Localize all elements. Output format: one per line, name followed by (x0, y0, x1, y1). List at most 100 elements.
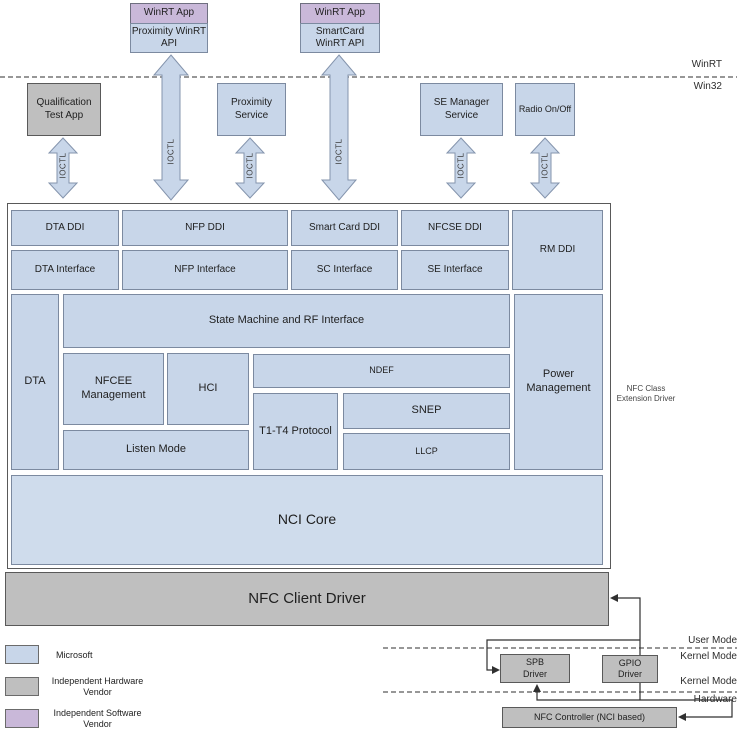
proximity-service-box: Proximity Service (217, 83, 286, 136)
nfc-class-extension-note: NFC Class Extension Driver (605, 384, 687, 405)
nfcee-management-label: NFCEE Management (81, 375, 146, 401)
power-management-label: Power Management (526, 368, 591, 394)
nci-core-label: NCI Core (277, 511, 337, 528)
radio-on-off-label: Radio On/Off (518, 103, 572, 114)
winrt-side-label: WinRT (691, 59, 722, 70)
qualification-test-app-box: Qualification Test App (27, 83, 101, 136)
llcp-box: LLCP (343, 433, 510, 470)
llcp-label: LLCP (415, 445, 438, 456)
dta-box: DTA (11, 294, 59, 470)
power-management-box: Power Management (514, 294, 603, 470)
kernel-mode-bottom-label: Kernel Mode (680, 676, 737, 687)
nfcee-management-box: NFCEE Management (63, 353, 164, 425)
dta-interface-label: DTA Interface (34, 263, 96, 275)
smart-card-ddi-box: Smart Card DDI (291, 210, 398, 246)
nfc-controller-label: NFC Controller (NCI based) (533, 711, 646, 722)
state-machine-box: State Machine and RF Interface (63, 294, 510, 348)
dta-interface-box: DTA Interface (11, 250, 119, 290)
arrowhead-into-spb-bottom (533, 684, 541, 692)
snep-box: SNEP (343, 393, 510, 429)
gpio-to-client-line (612, 597, 641, 655)
nfc-client-driver-label: NFC Client Driver (248, 589, 366, 607)
hardware-label: Hardware (693, 694, 737, 705)
win32-side-label: Win32 (693, 81, 722, 92)
arrowhead-into-client-driver (610, 594, 618, 602)
ioctl-arrow-se-manager (445, 137, 477, 199)
smart-card-ddi-label: Smart Card DDI (308, 221, 381, 233)
ioctl-label-qualification: IOCTL (58, 152, 68, 179)
winrt-app-2-header: WinRT App (300, 3, 380, 24)
radio-on-off-box: Radio On/Off (515, 83, 575, 136)
legend-label-microsoft: Microsoft (56, 650, 93, 660)
nfcse-ddi-box: NFCSE DDI (401, 210, 509, 246)
smartcard-winrt-api-box: SmartCard WinRT API (300, 23, 380, 53)
nfc-class-extension-note-line1: NFC Class (626, 384, 666, 393)
ioctl-arrow-smartcard-winrt (320, 54, 358, 201)
ioctl-arrow-proximity-winrt (152, 54, 190, 201)
dta-ddi-box: DTA DDI (11, 210, 119, 246)
rm-ddi-label: RM DDI (539, 243, 576, 255)
rm-ddi-box: RM DDI (512, 210, 603, 290)
nfcse-ddi-label: NFCSE DDI (428, 221, 482, 233)
hci-box: HCI (167, 353, 249, 425)
ioctl-label-radio: IOCTL (540, 152, 550, 179)
ioctl-arrow-proximity-service (234, 137, 266, 199)
snep-label: SNEP (411, 404, 442, 417)
spb-driver-box: SPB Driver (500, 654, 570, 683)
legend-swatch-ihv (5, 677, 39, 696)
se-interface-label: SE Interface (427, 263, 483, 275)
smartcard-winrt-api-label: SmartCard WinRT API (315, 25, 365, 50)
t1-t4-protocol-label: T1-T4 Protocol (259, 424, 332, 437)
listen-mode-box: Listen Mode (63, 430, 249, 470)
se-manager-service-label: SE Manager Service (433, 97, 490, 121)
proximity-winrt-api-box: Proximity WinRT API (130, 23, 208, 53)
dta-ddi-label: DTA DDI (45, 221, 85, 233)
ioctl-label-proximity-winrt: IOCTL (166, 138, 176, 165)
ioctl-arrow-radio (529, 137, 561, 199)
arrowhead-into-controller (678, 713, 686, 721)
nfp-interface-box: NFP Interface (122, 250, 288, 290)
client-to-spb-line (486, 639, 640, 671)
nfc-client-driver-box: NFC Client Driver (5, 572, 609, 626)
arrowhead-into-spb-left (492, 666, 500, 674)
nfp-ddi-box: NFP DDI (122, 210, 288, 246)
winrt-app-1-header-label: WinRT App (143, 7, 195, 19)
gpio-driver-label: GPIO Driver (618, 657, 642, 679)
ndef-box: NDEF (253, 354, 510, 388)
nfp-ddi-label: NFP DDI (185, 221, 225, 233)
nci-core-box: NCI Core (11, 475, 603, 565)
legend-swatch-microsoft (5, 645, 39, 664)
t1-t4-protocol-box: T1-T4 Protocol (253, 393, 338, 470)
spb-driver-label: SPB Driver (523, 657, 547, 679)
ioctl-label-smartcard-winrt: IOCTL (334, 138, 344, 165)
gpio-driver-box: GPIO Driver (602, 655, 658, 683)
kernel-mode-top-label: Kernel Mode (680, 651, 737, 662)
ioctl-label-proximity-service: IOCTL (245, 152, 255, 179)
user-mode-label: User Mode (688, 635, 737, 646)
nfc-controller-box: NFC Controller (NCI based) (502, 707, 677, 728)
se-manager-service-box: SE Manager Service (420, 83, 503, 136)
hci-label: HCI (198, 382, 218, 395)
legend-label-ihv: Independent Hardware Vendor (51, 676, 144, 697)
se-interface-box: SE Interface (401, 250, 509, 290)
proximity-service-label: Proximity Service (230, 97, 273, 121)
spb-controller-bus-line (536, 690, 733, 718)
dta-label: DTA (24, 375, 46, 388)
listen-mode-label: Listen Mode (126, 443, 186, 456)
legend-swatch-isv (5, 709, 39, 728)
driver-connectors (486, 597, 733, 718)
sc-interface-box: SC Interface (291, 250, 398, 290)
proximity-winrt-api-label: Proximity WinRT API (131, 25, 207, 50)
winrt-app-2-header-label: WinRT App (314, 7, 366, 19)
qualification-test-app-label: Qualification Test App (36, 97, 92, 121)
state-machine-label: State Machine and RF Interface (208, 314, 365, 327)
winrt-app-1-header: WinRT App (130, 3, 208, 24)
ioctl-arrow-qualification (47, 137, 79, 199)
nfc-class-extension-note-line2: Extension Driver (616, 394, 676, 404)
ioctl-label-se-manager: IOCTL (456, 152, 466, 179)
sc-interface-label: SC Interface (316, 263, 373, 275)
ndef-label: NDEF (369, 365, 394, 376)
nfp-interface-label: NFP Interface (174, 263, 236, 275)
